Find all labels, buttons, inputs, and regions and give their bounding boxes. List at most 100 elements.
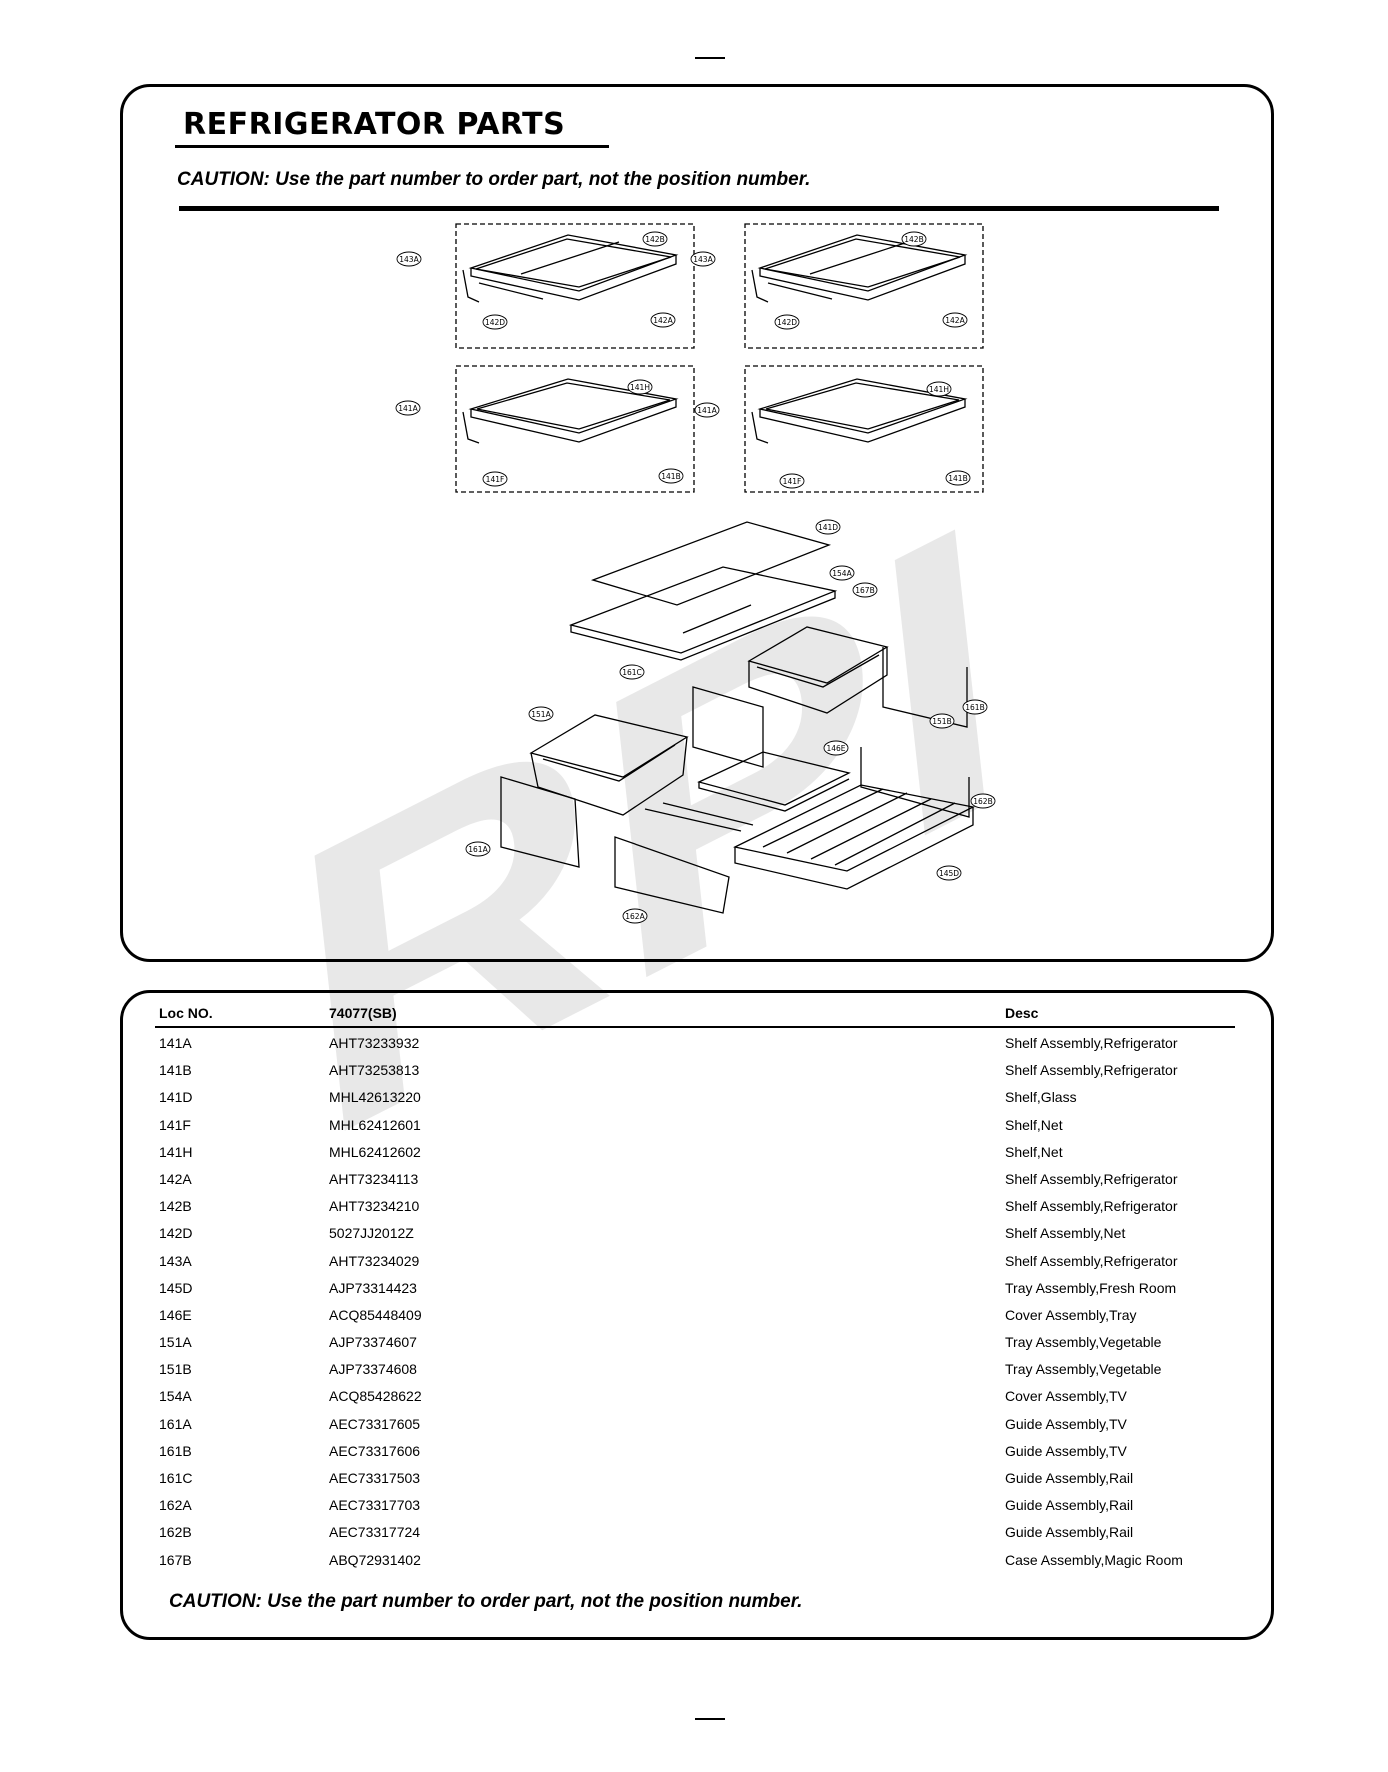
part-number-cell: 5027JJ2012Z — [329, 1225, 414, 1242]
desc-cell: Shelf Assembly,Refrigerator — [1005, 1198, 1178, 1215]
loc-cell: 141F — [159, 1116, 191, 1133]
svg-text:141A: 141A — [697, 406, 717, 415]
callout-142b: 142B — [901, 231, 927, 247]
page-top-mark — [695, 57, 725, 59]
loc-cell: 154A — [159, 1388, 192, 1405]
part-number-cell: AEC73317703 — [329, 1497, 421, 1514]
fresh-room-tray-drawing — [733, 784, 975, 890]
part-number-cell: MHL42613220 — [329, 1089, 421, 1106]
shelf-group-frame — [455, 365, 695, 493]
svg-text:151A: 151A — [531, 710, 551, 719]
part-number-cell: AHT73234029 — [329, 1252, 420, 1269]
loc-cell: 161B — [159, 1442, 192, 1459]
desc-cell: Shelf Assembly,Refrigerator — [1005, 1170, 1178, 1187]
svg-text:161B: 161B — [965, 703, 984, 712]
callout-141h: 141H — [627, 379, 653, 395]
table-row: 142A AHT73234113 Shelf Assembly,Refrigerat… — [123, 1167, 1271, 1194]
desc-cell: Shelf,Net — [1005, 1143, 1063, 1160]
guide-rail-drawing — [500, 647, 970, 914]
glass-shelf-drawing — [568, 521, 838, 661]
divider — [179, 206, 1219, 211]
loc-cell: 142A — [159, 1170, 192, 1187]
loc-cell: 141A — [159, 1035, 192, 1051]
desc-cell: Shelf,Net — [1005, 1116, 1063, 1133]
loc-cell: 145D — [159, 1279, 193, 1296]
desc-cell: Cover Assembly,Tray — [1005, 1306, 1137, 1323]
callout-151b: 151B — [929, 713, 955, 729]
column-header-loc: Loc NO. — [159, 1005, 213, 1021]
callout-143a: 143A — [690, 251, 716, 267]
callout-141b: 141B — [945, 470, 971, 486]
svg-text:142A: 142A — [653, 316, 673, 325]
full-shelf-drawing — [462, 378, 679, 444]
svg-text:142D: 142D — [485, 318, 505, 327]
desc-cell: Tray Assembly,Vegetable — [1005, 1334, 1162, 1351]
callout-167b: 167B — [852, 582, 878, 598]
loc-cell: 143A — [159, 1252, 192, 1269]
svg-text:141H: 141H — [630, 383, 650, 392]
desc-cell: Guide Assembly,Rail — [1005, 1497, 1134, 1514]
svg-text:145D: 145D — [939, 869, 959, 878]
column-header-part: 74077(SB) — [329, 1005, 397, 1021]
diagram-panel: REFRIGERATOR PARTS CAUTION: Use the part… — [120, 84, 1274, 962]
exploded-parts-diagram: 142B 143A 142D 142A 142B 143A 142D 142A … — [395, 223, 996, 924]
part-number-cell: AHT73234113 — [329, 1170, 419, 1187]
desc-cell: Guide Assembly,TV — [1005, 1442, 1127, 1459]
loc-cell: 141H — [159, 1143, 193, 1160]
split-shelf-drawing — [751, 234, 968, 303]
caution-note: CAUTION: Use the part number to order pa… — [177, 169, 811, 190]
callout-161b: 161B — [962, 699, 988, 715]
svg-text:141B: 141B — [661, 472, 680, 481]
desc-cell: Tray Assembly,Vegetable — [1005, 1361, 1162, 1378]
svg-text:161C: 161C — [622, 668, 642, 677]
desc-cell: Shelf,Glass — [1005, 1089, 1077, 1106]
shelf-group-frame — [744, 223, 984, 349]
desc-cell: Case Assembly,Magic Room — [1005, 1551, 1183, 1568]
svg-text:142A: 142A — [945, 316, 965, 325]
header-rule — [155, 1026, 1235, 1028]
svg-text:167B: 167B — [855, 586, 874, 595]
desc-cell: Guide Assembly,TV — [1005, 1415, 1127, 1432]
svg-text:142D: 142D — [777, 318, 797, 327]
part-number-cell: AEC73317605 — [329, 1415, 421, 1432]
svg-text:154A: 154A — [832, 569, 852, 578]
desc-cell: Shelf Assembly,Net — [1005, 1225, 1126, 1242]
part-number-cell: AHT73233932 — [329, 1035, 420, 1051]
callout-142d: 142D — [482, 314, 508, 330]
loc-cell: 141B — [159, 1062, 192, 1079]
full-shelf-drawing — [751, 378, 968, 444]
shelf-group-frame — [744, 365, 984, 493]
svg-text:161A: 161A — [468, 845, 488, 854]
callout-141a: 141A — [694, 402, 720, 418]
shelf-group-frame — [455, 223, 695, 349]
desc-cell: Guide Assembly,Rail — [1005, 1470, 1134, 1486]
callout-141a: 141A — [395, 400, 421, 416]
callout-142b: 142B — [642, 231, 668, 247]
title-underline — [175, 145, 609, 148]
desc-cell: Guide Assembly,Rail — [1005, 1524, 1134, 1541]
callout-146e: 146E — [823, 740, 849, 756]
caution-note-bottom: CAUTION: Use the part number to order pa… — [169, 1591, 803, 1612]
loc-cell: 162B — [159, 1524, 192, 1541]
callout-145d: 145D — [936, 865, 962, 881]
loc-cell: 167B — [159, 1551, 192, 1568]
desc-cell: Shelf Assembly,Refrigerator — [1005, 1062, 1178, 1079]
callout-154a: 154A — [829, 565, 855, 581]
part-number-cell: MHL62412601 — [329, 1116, 421, 1133]
callout-161a: 161A — [465, 841, 491, 857]
magic-room-case-drawing — [747, 626, 889, 714]
part-number-cell: ACQ85448409 — [329, 1306, 422, 1323]
callout-151a: 151A — [528, 706, 554, 722]
split-shelf-drawing — [462, 234, 679, 303]
part-number-cell: ABQ72931402 — [329, 1551, 421, 1568]
callout-143a: 143A — [396, 251, 422, 267]
